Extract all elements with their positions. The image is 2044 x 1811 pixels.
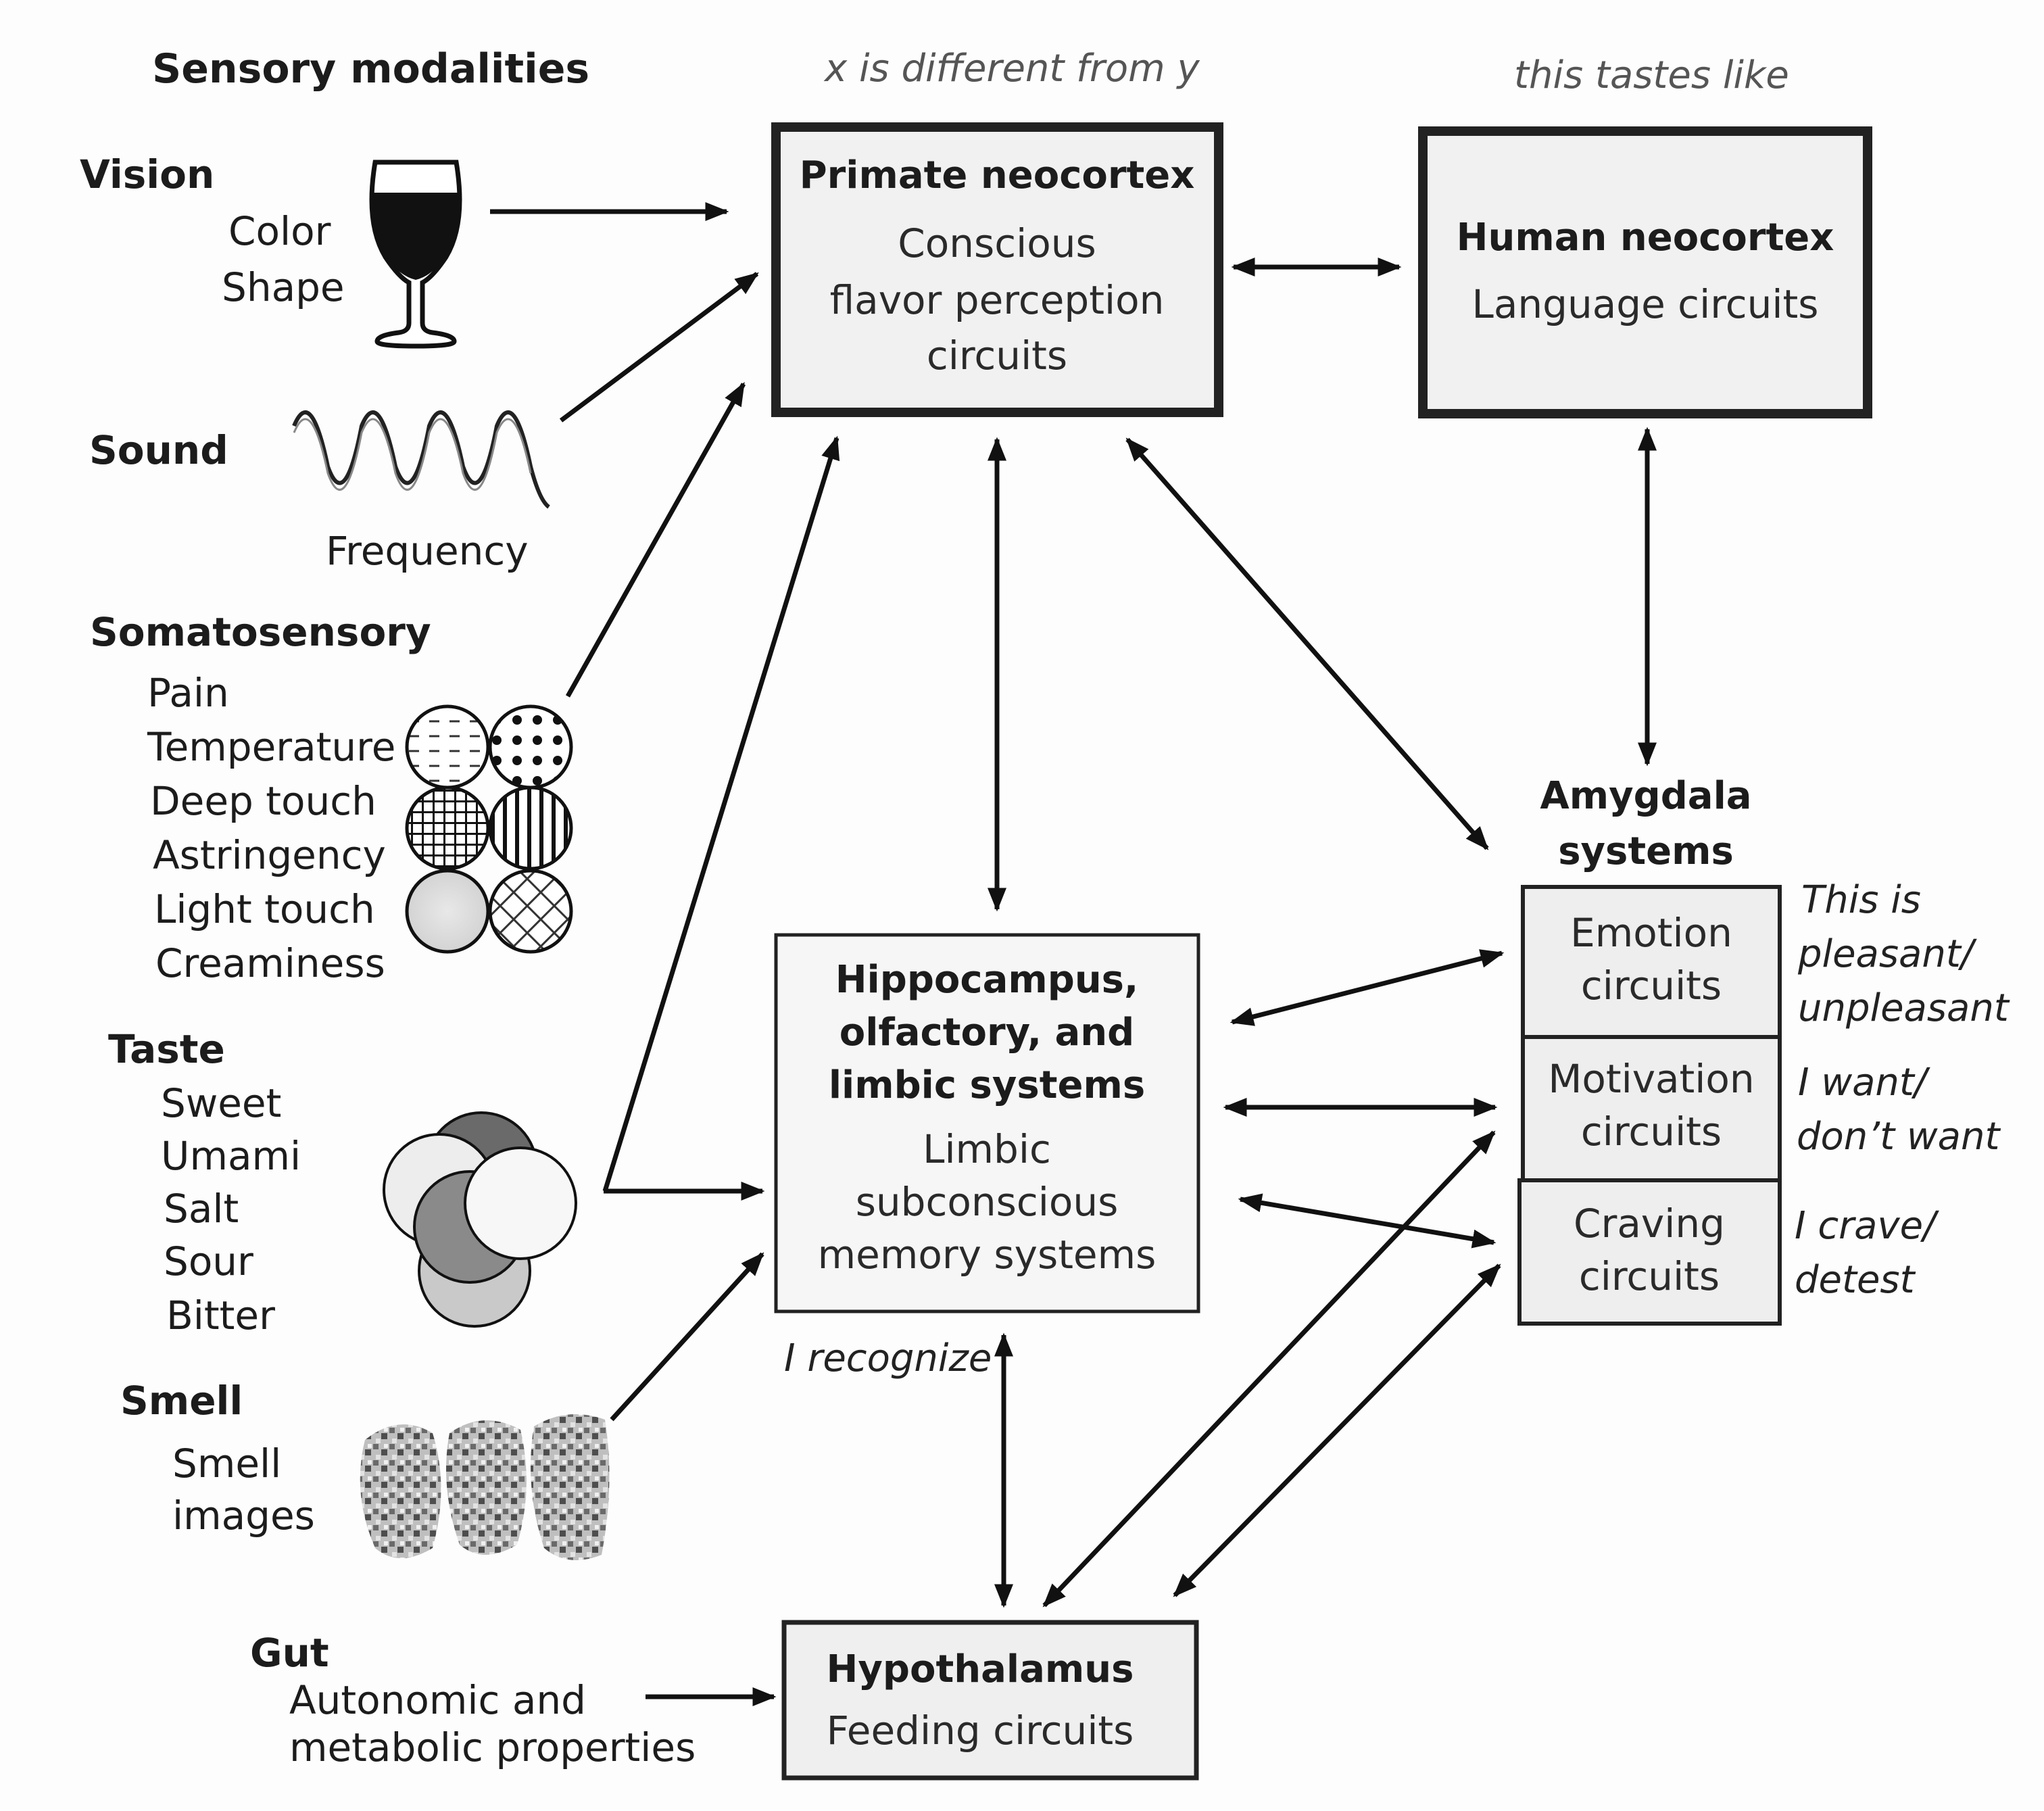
light-touch-texture-icon [405,869,490,954]
motivation-circuits-cell: Motivation circuits [1521,1035,1782,1182]
sound-label: Sound [89,427,228,473]
motivation-side-1: I want/ [1798,1061,1930,1105]
creaminess-texture-icon [488,869,573,954]
hippocampus-title-2: olfactory, and [840,1011,1135,1055]
hippocampus-line-1: Limbic [923,1126,1051,1172]
vision-item-shape: Shape [222,264,345,310]
primate-line-1: Conscious [898,220,1096,266]
hippocampus-line-2: subconscious [856,1179,1119,1225]
taste-item-salt: Salt [164,1186,239,1232]
vision-label: Vision [80,151,214,197]
amygdala-title-1: Amygdala [1540,774,1751,818]
somatosensory-texture-icons [405,704,573,954]
hypothalamus-title: Hypothalamus [827,1647,1134,1691]
taste-item-sweet: Sweet [161,1080,281,1126]
wine-glass-icon [369,160,462,349]
arrow-primate-amygdala [1125,437,1489,850]
smell-item-images: images [172,1493,315,1539]
taste-circles-icon [383,1111,577,1328]
vision-item-color: Color [228,208,331,254]
taste-item-umami: Umami [161,1133,301,1179]
somato-item-light-touch: Light touch [154,886,375,932]
human-neocortex-box: Human neocortex Language circuits [1418,126,1872,418]
primate-neocortex-box: Primate neocortex Conscious flavor perce… [771,122,1223,417]
craving-line-1: Craving [1574,1201,1725,1247]
arrow-hippocampus-emotion [1230,949,1505,1026]
arrow-hippocampus-craving [1238,1193,1496,1249]
taste-label: Taste [108,1026,225,1072]
smell-label: Smell [120,1378,243,1424]
temperature-texture-icon [488,704,573,790]
emotion-line-1: Emotion [1570,910,1732,956]
emotion-side-1: This is [1801,878,1921,922]
hippocampus-line-3: memory systems [818,1232,1157,1278]
arrow-sound-to-primate [559,272,759,422]
sound-wave-icon [292,410,550,509]
somato-item-temperature: Temperature [147,724,395,770]
hippocampus-title-1: Hippocampus, [835,958,1139,1002]
arrow-taste-to-primate [602,435,840,1192]
smell-item-smell: Smell [172,1441,281,1487]
craving-circuits-cell: Craving circuits [1517,1178,1782,1326]
amygdala-systems: Amygdala systems Emotion circuits Motiva… [1517,774,2010,1326]
somatosensory-label: Somatosensory [90,609,431,655]
gut-label: Gut [250,1630,329,1676]
emotion-side-3: unpleasant [1798,986,2010,1030]
annotation-i-recognize: I recognize [784,1336,992,1380]
arrow-smell-to-hippocampus [610,1252,764,1422]
hypothalamus-line-1: Feeding circuits [827,1708,1134,1754]
arrows [490,202,1657,1706]
craving-line-2: circuits [1579,1253,1720,1299]
motivation-side-2: don’t want [1797,1115,2001,1159]
somato-item-astringency: Astringency [153,832,386,878]
primate-neocortex-title: Primate neocortex [800,153,1195,197]
amygdala-title-2: systems [1558,829,1734,873]
somato-item-pain: Pain [147,670,229,716]
human-line-1: Language circuits [1472,281,1819,327]
motivation-line-2: circuits [1581,1109,1722,1155]
human-neocortex-title: Human neocortex [1457,216,1834,260]
smell-images-icon [360,1414,610,1560]
sound-caption-frequency: Frequency [326,528,529,574]
primate-line-2: flavor perception [830,277,1165,323]
taste-item-sour: Sour [164,1238,253,1284]
annotation-x-different-from-y: x is different from y [823,47,1200,91]
annotation-this-tastes-like: this tastes like [1514,53,1789,97]
deep-touch-texture-icon [405,786,490,871]
craving-side-2: detest [1795,1258,1916,1302]
gut-item-metabolic: metabolic properties [289,1724,696,1770]
craving-side-1: I crave/ [1795,1204,1939,1248]
sensory-modalities-column: Sensory modalities Vision Color Shape So… [80,45,696,1770]
emotion-side-2: pleasant/ [1797,932,1977,976]
somato-item-creaminess: Creaminess [155,940,385,986]
taste-item-bitter: Bitter [166,1293,275,1338]
pain-texture-icon [405,704,490,790]
somato-item-deep-touch: Deep touch [150,778,376,824]
hippocampus-title-3: limbic systems [829,1063,1145,1107]
astringency-texture-icon [488,786,573,871]
arrow-somato-to-primate [565,381,746,698]
sensory-modalities-heading: Sensory modalities [152,45,589,93]
hypothalamus-box: Hypothalamus Feeding circuits [781,1620,1199,1781]
emotion-line-2: circuits [1581,963,1722,1009]
emotion-circuits-cell: Emotion circuits [1521,885,1782,1039]
motivation-line-1: Motivation [1548,1056,1754,1102]
arrow-hypothalamus-craving [1173,1263,1501,1597]
primate-line-3: circuits [927,333,1067,379]
gut-item-autonomic: Autonomic and [289,1677,586,1723]
hippocampus-box: Hippocampus, olfactory, and limbic syste… [774,933,1200,1313]
